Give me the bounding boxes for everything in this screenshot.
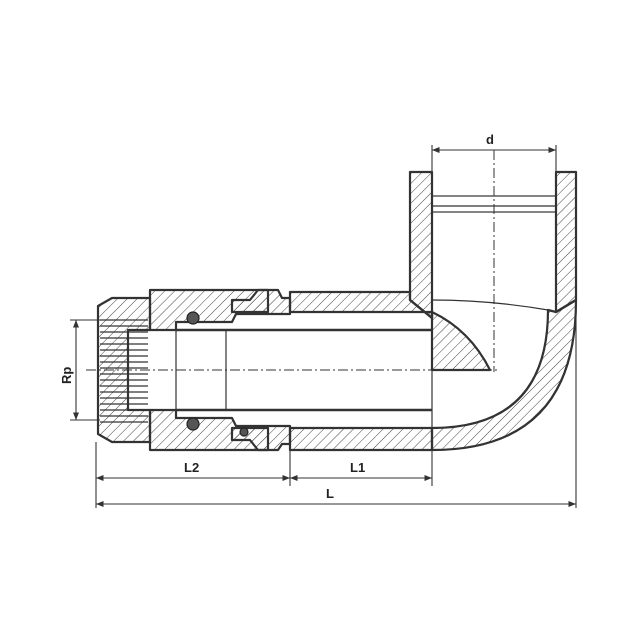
- dimension-lengths: L2 L1 L: [95, 300, 577, 508]
- thread-lines: [100, 319, 148, 423]
- dimension-label-l: L: [326, 486, 334, 501]
- elbow-body: [288, 170, 578, 452]
- dimension-label-l1: L1: [350, 460, 365, 475]
- dimension-label-rp: Rp: [59, 367, 74, 384]
- dimension-label-l2: L2: [184, 460, 199, 475]
- dimension-d: d: [431, 132, 557, 196]
- compression-coupling: [148, 288, 292, 452]
- dimension-rp: Rp: [59, 319, 100, 421]
- center-axes: [86, 150, 500, 372]
- o-ring-seals: [186, 311, 249, 437]
- dimension-label-d: d: [486, 132, 494, 147]
